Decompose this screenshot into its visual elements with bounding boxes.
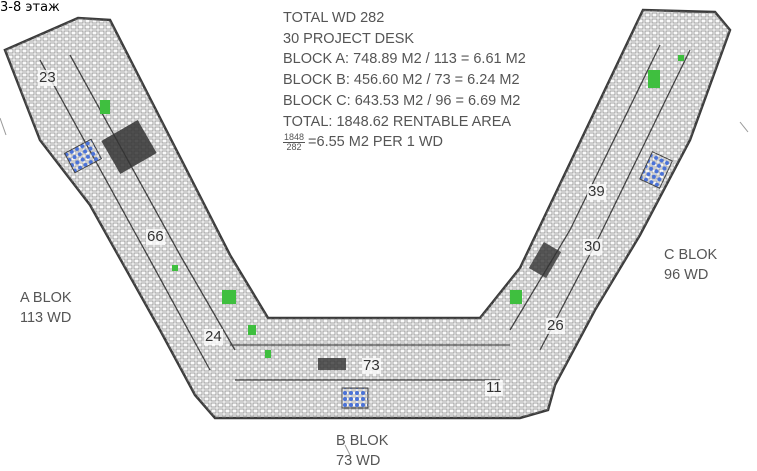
block-a-name: A BLOK [20, 290, 72, 306]
core-stair-a [101, 120, 157, 174]
core-stair-b [318, 358, 346, 370]
green-marker-4 [265, 350, 271, 358]
green-marker-3 [248, 325, 256, 335]
area-number-73: 73 [362, 357, 381, 374]
ratio-line: 1848 282 =6.55 M2 PER 1 WD [283, 132, 526, 153]
block-b-label: B BLOK 73 WD [336, 431, 388, 471]
green-marker-1 [100, 100, 110, 114]
area-number-39: 39 [587, 183, 606, 200]
tick-mark-right [739, 121, 749, 133]
green-marker-6 [648, 70, 660, 88]
ratio-denominator: 282 [286, 141, 302, 152]
inner-wall-c [539, 49, 691, 351]
core-stair-c [528, 242, 562, 278]
total-wd: TOTAL WD 282 [283, 10, 385, 26]
inner-wall-c2 [509, 44, 661, 331]
ratio-fraction: 1848 282 [283, 131, 306, 152]
block-c-name: C BLOK [664, 247, 718, 263]
block-a-wd: 113 WD [20, 310, 72, 326]
inner-wall-a [39, 59, 211, 371]
block-b-name: B BLOK [336, 433, 389, 449]
total-rentable-area: TOTAL: 1848.62 RENTABLE AREA [283, 113, 512, 130]
green-marker-5 [510, 290, 522, 304]
ratio-numerator: 1848 [283, 131, 306, 143]
area-number-23: 23 [38, 69, 57, 86]
area-number-24: 24 [204, 328, 223, 345]
floor-label: 3-8 этаж [0, 0, 60, 15]
block-b-wd: 73 WD [336, 453, 381, 469]
desk-area [5, 10, 730, 418]
inner-wall-a2 [69, 54, 236, 351]
block-a-label: A BLOK 113 WD [20, 288, 72, 328]
block-c-area: BLOCK C: 643.53 M2 / 96 = 6.69 M2 [283, 92, 521, 109]
block-c-label: C BLOK 96 WD [664, 245, 717, 285]
meeting-room-a [63, 138, 103, 174]
area-number-66: 66 [146, 228, 165, 245]
tick-mark-left [0, 117, 7, 136]
meeting-room-b [341, 387, 369, 409]
area-number-30: 30 [583, 238, 602, 255]
green-marker-7 [678, 55, 684, 61]
project-desk: 30 PROJECT DESK [283, 30, 415, 47]
green-marker-8 [172, 265, 178, 271]
block-c-wd: 96 WD [664, 267, 709, 283]
block-b-area: BLOCK B: 456.60 M2 / 73 = 6.24 M2 [283, 72, 520, 89]
meeting-room-c [639, 151, 673, 189]
tick-mark-bottom [344, 444, 351, 456]
ratio-text: =6.55 M2 PER 1 WD [308, 134, 444, 151]
area-number-11: 11 [485, 379, 503, 396]
green-marker-2 [222, 290, 236, 304]
stats-panel: TOTAL WD 282 30 PROJECT DESK BLOCK A: 74… [283, 8, 526, 153]
block-a-area: BLOCK A: 748.89 M2 / 113 = 6.61 M2 [283, 51, 526, 68]
area-number-26: 26 [546, 317, 565, 334]
